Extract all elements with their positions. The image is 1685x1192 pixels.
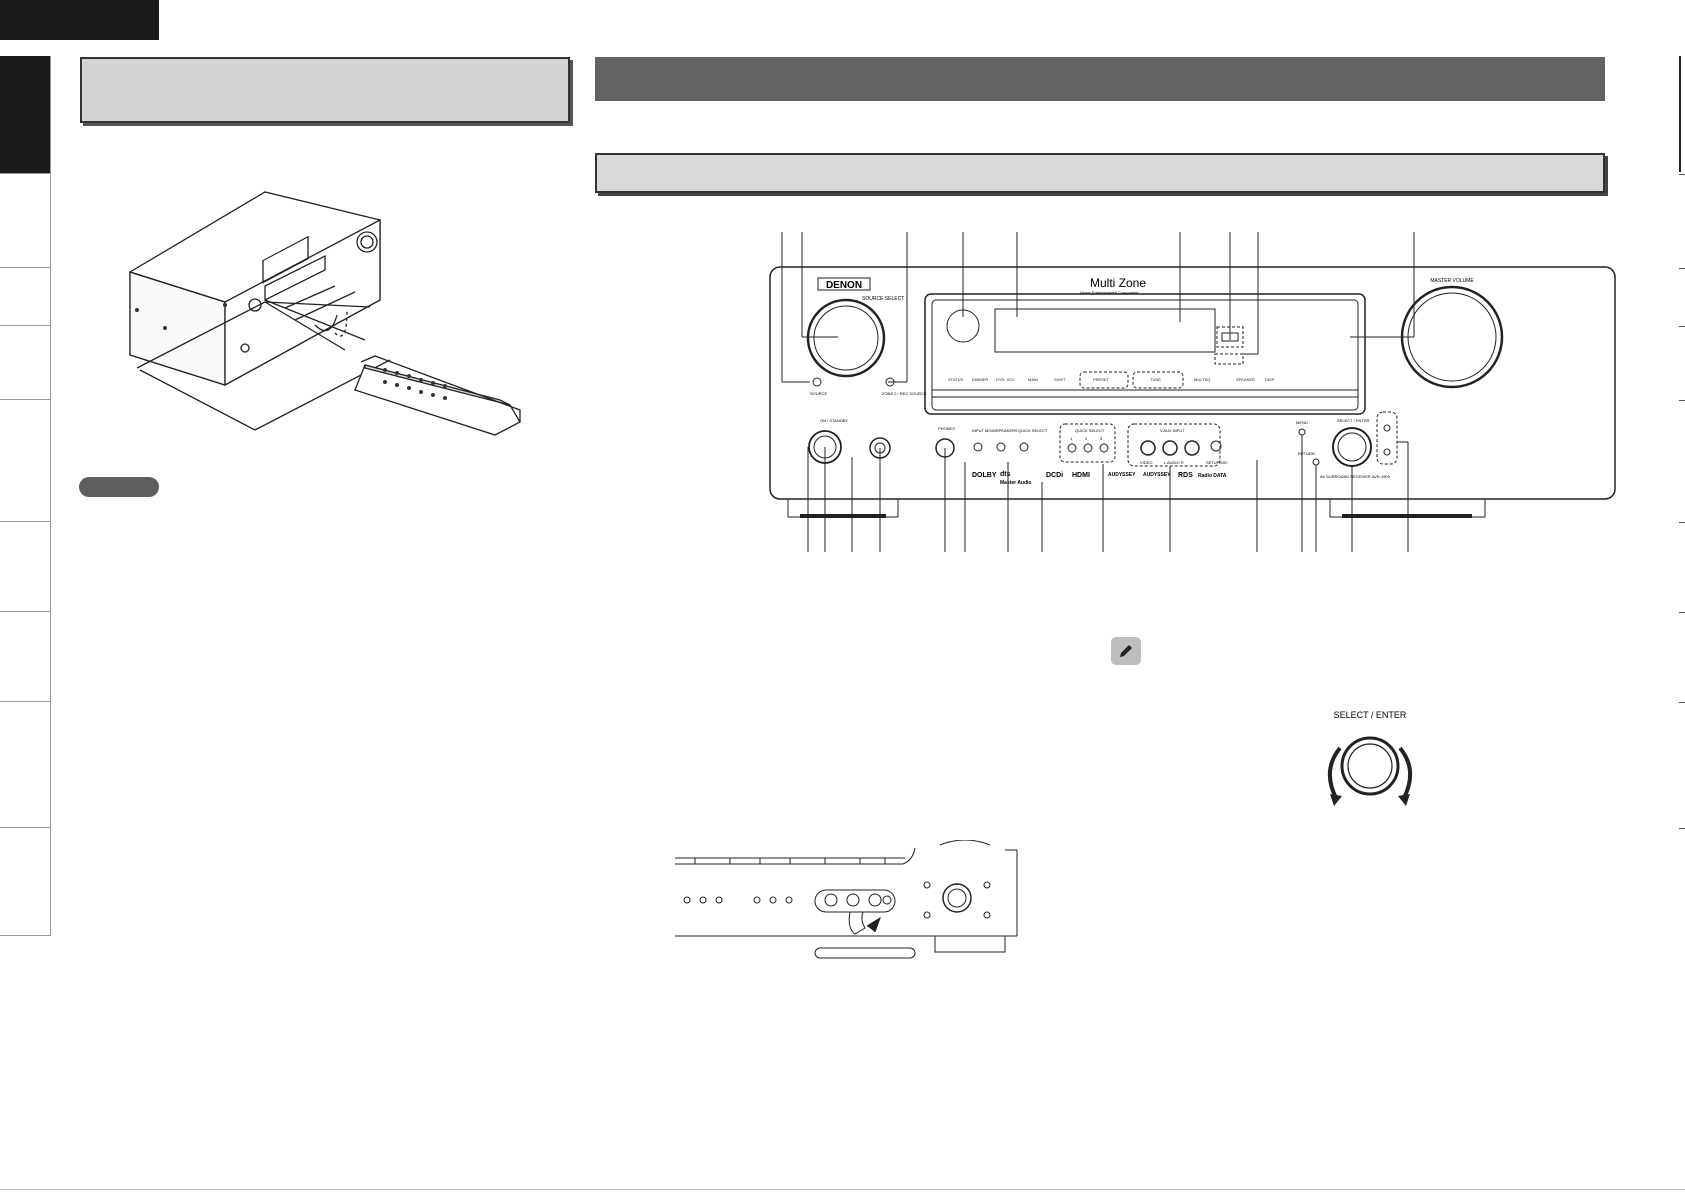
- master-volume-knob[interactable]: [1400, 285, 1504, 389]
- menu-button[interactable]: [1298, 428, 1306, 436]
- right-rail-tick: [1679, 612, 1685, 613]
- select-enter-figure-label: SELECT / ENTER: [1334, 710, 1407, 720]
- button-label-multeq: MULTEQ: [1194, 377, 1210, 382]
- select-enter-dial[interactable]: [1340, 736, 1400, 796]
- speakers-label: SPEAKERS: [996, 428, 1018, 433]
- rail-tab-active[interactable]: [0, 56, 50, 174]
- quick-select-2: 2: [1085, 436, 1088, 441]
- logo-rds: RDS: [1178, 472, 1193, 479]
- logo-audyssey-1: AUDYSSEY: [1108, 472, 1136, 478]
- note-badge: [79, 477, 159, 497]
- source-button[interactable]: [812, 377, 822, 387]
- button-label-preset: PRESET: [1093, 377, 1110, 382]
- logo-audyssey-2: AUDYSSEY: [1143, 472, 1171, 478]
- subsection-heading-bar: [595, 153, 1605, 193]
- return-label: RETURN: [1298, 451, 1315, 456]
- brand-logo: DENON: [826, 280, 862, 291]
- tip-badge: [1111, 637, 1141, 665]
- logo-master-audio: Master Audio: [1000, 480, 1031, 486]
- right-rail-tick: [1679, 522, 1685, 523]
- receiver-remote-illustration: [129, 191, 521, 436]
- quick-select-button-2[interactable]: [1083, 443, 1093, 453]
- quick-select-1: 1: [1070, 436, 1073, 441]
- right-rail-tick: [1679, 702, 1685, 703]
- logo-radio-data: Radio DATA: [1198, 473, 1227, 479]
- rail-tab[interactable]: [0, 174, 50, 268]
- right-chapter-rail: [1679, 56, 1685, 936]
- right-rail-tick: [1679, 828, 1685, 829]
- right-rail-tick: [1679, 326, 1685, 327]
- setup-mic-label: SETUP MIC: [1206, 460, 1228, 465]
- phones-label: PHONES: [938, 426, 955, 431]
- rail-tab[interactable]: [0, 612, 50, 702]
- zone2-label: ZONE 2 / REC SOURCE: [882, 391, 927, 396]
- logo-dolby: DOLBY: [972, 472, 997, 479]
- quick-label: QUICK SELECT: [1018, 428, 1048, 433]
- logo-dcdi: DCDi: [1046, 472, 1063, 479]
- right-rail-bar: [1679, 56, 1681, 172]
- select-enter-knob[interactable]: [1332, 427, 1372, 467]
- source-select-knob[interactable]: [806, 298, 886, 378]
- multizone-subtitle: Home Entertainment Component: [1080, 290, 1139, 295]
- vaux-label: V.AUX INPUT: [1160, 428, 1185, 433]
- onstandby-label: ON / STANDBY: [820, 418, 848, 423]
- rail-tab[interactable]: [0, 828, 50, 936]
- front-door-illustration: [675, 840, 1018, 959]
- vaux-video-label: VIDEO: [1140, 460, 1152, 465]
- right-rail-tick: [1679, 174, 1685, 175]
- quick-select-button-1[interactable]: [1067, 443, 1077, 453]
- speakers-button[interactable]: [996, 442, 1006, 452]
- quick-select-3: 3: [1100, 436, 1103, 441]
- master-volume-label: MASTER VOLUME: [1430, 278, 1474, 284]
- display: [994, 308, 1216, 353]
- button-label-dimmer: DIMMER: [972, 377, 988, 382]
- logo-dts: dts: [1000, 471, 1011, 478]
- rail-tab[interactable]: [0, 400, 50, 522]
- pencil-icon: [1120, 645, 1132, 657]
- input-mode-label: INPUT MODE: [972, 428, 997, 433]
- multizone-title: Multi Zone: [1090, 276, 1146, 290]
- zone2-button[interactable]: [885, 377, 895, 387]
- right-rail-tick: [1679, 400, 1685, 401]
- select-enter-rotation-figure: SELECT / ENTER: [1328, 710, 1412, 806]
- section-heading-bar: [595, 57, 1605, 101]
- front-panel-diagram: DENON SOURCE SELECT Multi Zone Home Ente…: [769, 232, 1616, 552]
- page-bottom-rule: [0, 1189, 1685, 1190]
- rail-tab[interactable]: [0, 326, 50, 400]
- remote-sensor: [946, 309, 980, 343]
- button-label-shift: SHIFT: [1054, 377, 1066, 382]
- rail-tab[interactable]: [0, 702, 50, 828]
- button-label-disp: DISP: [1265, 377, 1275, 382]
- language-tab[interactable]: [0, 0, 159, 40]
- source-label: SOURCE: [810, 391, 827, 396]
- menu-label: MENU: [1296, 420, 1308, 425]
- source-select-label: SOURCE SELECT: [862, 296, 904, 302]
- input-mode-button[interactable]: [973, 442, 983, 452]
- rail-tab[interactable]: [0, 522, 50, 612]
- logo-hdmi: HDMI: [1072, 472, 1090, 479]
- quick-button[interactable]: [1019, 442, 1029, 452]
- remote-range-title-box: [80, 57, 570, 123]
- model-label: AV SURROUND RECEIVER AVR-1909: [1320, 474, 1391, 479]
- select-enter-panel-label: SELECT / ENTER: [1337, 418, 1369, 423]
- button-label-tune: TUNE: [1150, 377, 1161, 382]
- right-rail-tick: [1679, 268, 1685, 269]
- button-label-dynvol: DYN. VOL: [996, 377, 1015, 382]
- return-button[interactable]: [1312, 458, 1320, 466]
- quick-select-label: QUICK SELECT: [1075, 428, 1105, 433]
- button-label-status: STATUS: [948, 377, 964, 382]
- vaux-audio-label: L AUDIO R: [1164, 460, 1184, 465]
- button-label-main: MAIN: [1028, 377, 1038, 382]
- button-label-speaker: SPEAKER: [1236, 377, 1255, 382]
- quick-select-button-3[interactable]: [1099, 443, 1109, 453]
- left-chapter-rail: [0, 56, 51, 936]
- rail-tab[interactable]: [0, 268, 50, 326]
